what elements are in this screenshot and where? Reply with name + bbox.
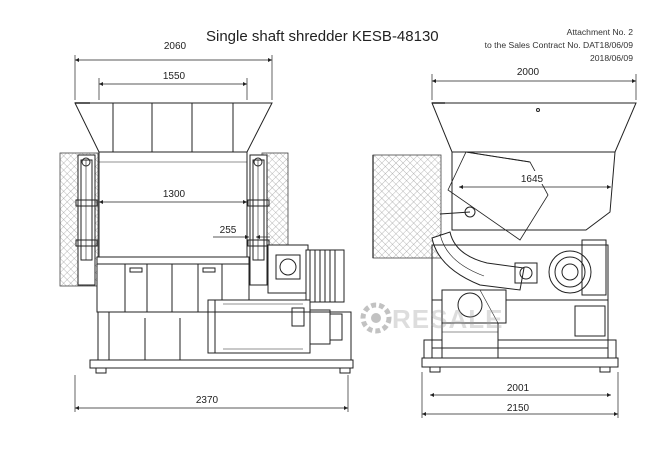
dim-front-overall-top: 2060 bbox=[164, 41, 187, 52]
dim-side-base-outer: 2150 bbox=[507, 403, 530, 414]
front-hopper bbox=[74, 102, 273, 153]
dim-side-top: 2000 bbox=[517, 67, 540, 78]
side-motor bbox=[441, 322, 499, 359]
resale-watermark: RESALE bbox=[360, 302, 503, 334]
side-mesh-guard bbox=[372, 154, 442, 259]
side-base-rail bbox=[421, 357, 619, 368]
front-view bbox=[59, 102, 354, 374]
side-hopper bbox=[431, 102, 637, 153]
dim-front-hopper: 1550 bbox=[163, 71, 186, 82]
dim-front-chamber: 1300 bbox=[163, 189, 186, 200]
dim-side-base-inner: 2001 bbox=[507, 383, 530, 394]
front-base-rail bbox=[89, 359, 354, 369]
dim-front-small: 255 bbox=[220, 225, 237, 236]
dim-side-inner: 1645 bbox=[521, 174, 544, 185]
watermark-text: RESALE bbox=[392, 304, 503, 334]
page-title: Single shaft shredder KESB-48130 bbox=[206, 28, 439, 45]
attachment-line-1: Attachment No. 2 bbox=[566, 27, 633, 37]
front-dimension-lines bbox=[74, 55, 349, 412]
dim-front-base: 2370 bbox=[196, 395, 219, 406]
front-chamber bbox=[98, 151, 248, 258]
attachment-date: 2018/06/09 bbox=[589, 53, 633, 63]
side-dimension-lines bbox=[421, 74, 637, 418]
attachment-line-2: to the Sales Contract No. DAT18/06/09 bbox=[484, 40, 633, 50]
front-gearbox bbox=[267, 244, 309, 294]
side-view bbox=[372, 102, 637, 373]
